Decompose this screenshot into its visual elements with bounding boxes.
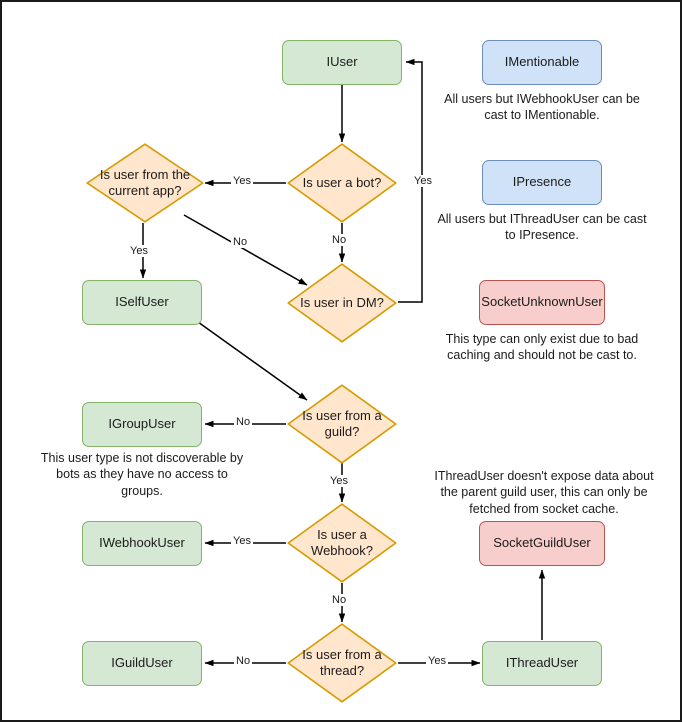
node-is-user-in-dm[interactable]: Is user in DM? [287,263,397,343]
node-iwebhookuser-label: IWebhookUser [99,535,185,551]
node-ipresence[interactable]: IPresence [482,160,602,205]
note-socketguilduser: IThreadUser doesn't expose data about th… [434,469,654,516]
node-ithreaduser-label: IThreadUser [505,655,579,671]
edge-label-bot-yes: Yes [231,175,253,187]
edge-label-thread-no: No [234,655,253,667]
node-socketunknownuser[interactable]: SocketUnknownUser [479,280,605,325]
node-imentionable-label: IMentionable [504,54,580,70]
diamond-shape [287,143,397,223]
node-socketguilduser[interactable]: SocketGuildUser [479,521,605,566]
node-iselfuser-label: ISelfUser [115,294,169,310]
diamond-shape [287,384,397,464]
edge-label-guild-no: No [234,416,253,428]
diamond-shape [86,143,204,223]
edge-label-thread-yes: Yes [426,655,448,667]
diamond-shape [287,263,397,343]
node-is-user-from-current-app[interactable]: Is user from the current app? [86,143,204,223]
note-ipresence: All users but IThreadUser can be cast to… [437,212,647,243]
edge-label-guild-yes: Yes [328,475,350,487]
node-iuser-label: IUser [326,54,358,70]
node-is-user-from-guild-label: Is user from a guild? [302,408,382,439]
edge-label-bot-no: No [330,234,349,246]
node-ipresence-label: IPresence [512,174,572,190]
node-ithreaduser[interactable]: IThreadUser [482,641,602,686]
node-igroupuser-label: IGroupUser [108,416,176,432]
edge-label-app-no: No [231,236,250,248]
node-is-user-a-bot-label: Is user a bot? [302,175,382,191]
node-is-user-in-dm-label: Is user in DM? [300,295,384,311]
node-is-user-from-current-app-label: Is user from the current app? [99,167,191,198]
node-is-user-from-thread[interactable]: Is user from a thread? [287,623,397,703]
node-igroupuser[interactable]: IGroupUser [82,402,202,447]
node-is-user-a-bot[interactable]: Is user a bot? [287,143,397,223]
node-socketguilduser-label: SocketGuildUser [493,535,591,551]
diamond-shape [287,623,397,703]
node-iguilduser[interactable]: IGuildUser [82,641,202,686]
node-is-user-a-webhook-label: Is user a Webhook? [311,527,373,558]
edge-label-webhook-yes: Yes [231,535,253,547]
note-igroupuser: This user type is not discoverable by bo… [40,451,244,498]
node-is-user-a-webhook[interactable]: Is user a Webhook? [287,503,397,583]
node-socketunknownuser-label: SocketUnknownUser [481,294,603,310]
node-iuser[interactable]: IUser [282,40,402,85]
edge-label-app-yes: Yes [128,245,150,257]
edge-label-webhook-no: No [330,594,349,606]
diamond-shape [287,503,397,583]
edge-label-dm-yes: Yes [412,175,434,187]
node-iwebhookuser[interactable]: IWebhookUser [82,521,202,566]
node-is-user-from-guild[interactable]: Is user from a guild? [287,384,397,464]
node-iselfuser[interactable]: ISelfUser [82,280,202,325]
node-iguilduser-label: IGuildUser [111,655,173,671]
node-imentionable[interactable]: IMentionable [482,40,602,85]
note-imentionable: All users but IWebhookUser can be cast t… [444,92,640,123]
note-socketunknownuser: This type can only exist due to bad cach… [445,332,639,363]
node-is-user-from-thread-label: Is user from a thread? [302,647,382,678]
